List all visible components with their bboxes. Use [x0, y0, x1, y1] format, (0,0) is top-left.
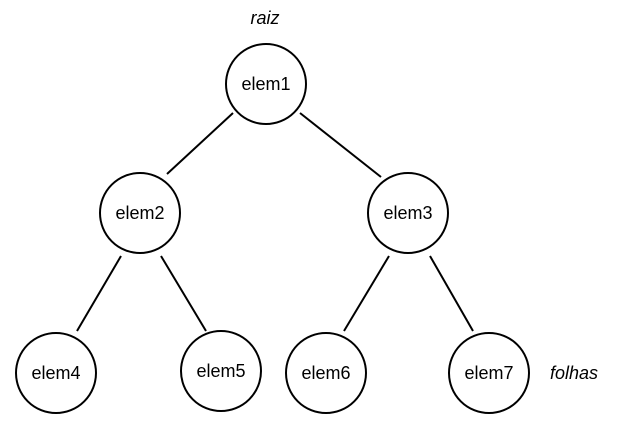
edge-elem2-elem4 [76, 255, 122, 332]
edge-elem3-elem7 [429, 255, 474, 332]
node-circle [15, 332, 97, 414]
node-circle [99, 172, 181, 254]
edge-elem2-elem5 [160, 255, 207, 332]
node-circle [180, 330, 262, 412]
node-label: elem3 [383, 203, 432, 223]
tree-node-elem4: elem4 [15, 332, 97, 414]
node-circle [448, 332, 530, 414]
tree-node-elem1: elem1 [225, 43, 307, 125]
tree-node-elem3: elem3 [367, 172, 449, 254]
tree-node-elem6: elem6 [285, 332, 367, 414]
node-circle [225, 43, 307, 125]
node-circle [367, 172, 449, 254]
node-label: elem2 [115, 203, 164, 223]
node-circle [285, 332, 367, 414]
edge-elem1-elem2 [166, 112, 234, 175]
root-caption: raiz [250, 8, 279, 28]
tree-node-elem7: elem7 [448, 332, 530, 414]
tree-node-elem5: elem5 [180, 330, 262, 412]
node-label: elem4 [31, 363, 80, 383]
node-label: elem6 [301, 363, 350, 383]
edge-elem3-elem6 [343, 255, 390, 332]
tree-node-elem2: elem2 [99, 172, 181, 254]
node-label: elem5 [196, 361, 245, 381]
node-label: elem1 [241, 74, 290, 94]
node-label: elem7 [464, 363, 513, 383]
leaves-caption: folhas [550, 363, 598, 383]
edge-elem1-elem3 [299, 112, 382, 178]
